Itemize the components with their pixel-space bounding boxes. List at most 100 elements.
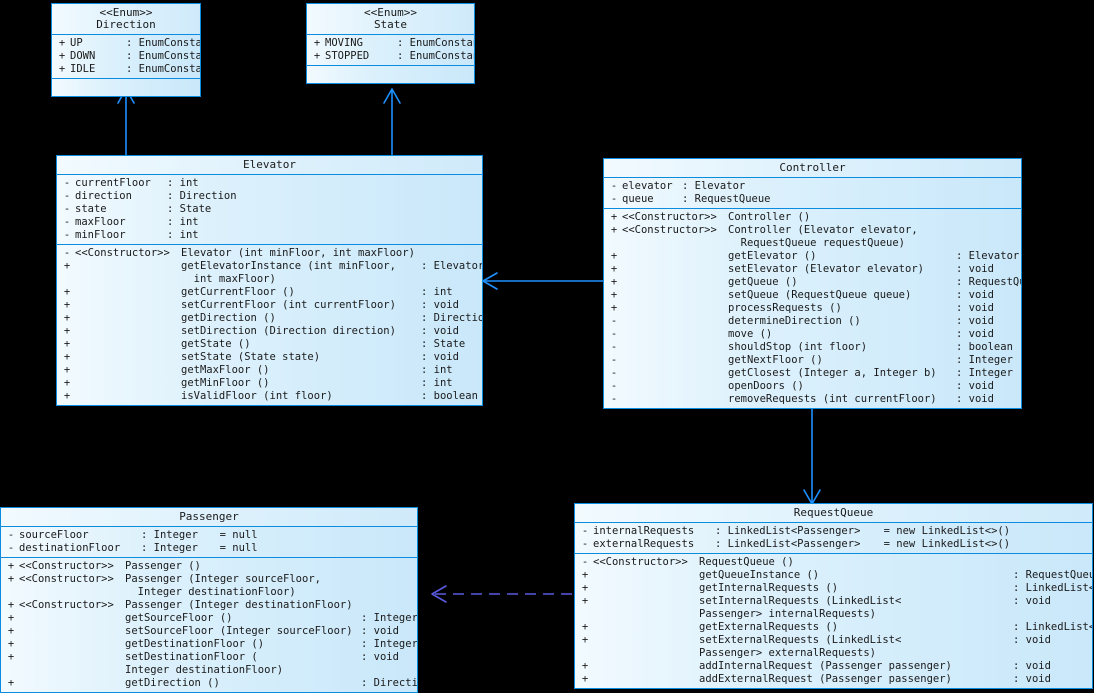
attribute-name: sourceFloor bbox=[19, 529, 89, 541]
operation-return-type: : Elevator bbox=[421, 260, 483, 272]
operation-row: +getDestinationFloor (): Integer bbox=[1, 638, 417, 651]
operation-stereotype bbox=[593, 673, 699, 686]
link-elevator-direction bbox=[117, 88, 135, 155]
operation-row: +getInternalRequests (): LinkedList<Pass… bbox=[575, 582, 1092, 595]
visibility-marker: + bbox=[63, 351, 71, 363]
operation-continuation-row: Integer destinationFloor) bbox=[1, 586, 417, 599]
attribute-type: : Integer bbox=[141, 529, 198, 541]
operation-stereotype bbox=[622, 354, 728, 367]
class-name-label: Elevator bbox=[243, 158, 296, 171]
operation-stereotype bbox=[593, 608, 699, 621]
attribute-name: elevator bbox=[622, 180, 673, 192]
operation-row: +setExternalRequests (LinkedList<: void bbox=[575, 634, 1092, 647]
operation-stereotype bbox=[593, 660, 699, 673]
operation-row: +getSourceFloor (): Integer bbox=[1, 612, 417, 625]
operation-row: -<<Constructor>>Elevator (int minFloor, … bbox=[57, 247, 482, 260]
class-box-direction-enum[interactable]: <<Enum>> Direction + UP : EnumConstant +… bbox=[51, 3, 201, 97]
class-box-elevator[interactable]: Elevator -currentFloor: int-direction: D… bbox=[56, 155, 483, 406]
operation-return-type: : int bbox=[421, 364, 453, 376]
operation-stereotype bbox=[19, 651, 125, 664]
class-name-label: Passenger bbox=[179, 510, 239, 523]
operation-stereotype bbox=[622, 367, 728, 380]
enum-literal-row: + UP : EnumConstant bbox=[52, 37, 200, 50]
attribute-name: queue bbox=[622, 193, 654, 205]
operation-row: +setState (State state): void bbox=[57, 351, 482, 364]
class-box-request-queue[interactable]: RequestQueue -internalRequests: LinkedLi… bbox=[574, 503, 1093, 689]
visibility-marker: + bbox=[7, 599, 15, 611]
operation-stereotype bbox=[75, 312, 181, 325]
operations-compartment: -<<Constructor>>RequestQueue ()+getQueue… bbox=[575, 554, 1092, 688]
operation-stereotype bbox=[622, 263, 728, 276]
operation-stereotype bbox=[19, 677, 125, 690]
attribute-name: maxFloor bbox=[75, 216, 126, 228]
visibility-marker: + bbox=[63, 286, 71, 298]
attribute-row: -externalRequests: LinkedList<Passenger>… bbox=[575, 538, 1092, 551]
operation-return-type: : void bbox=[1013, 673, 1051, 685]
attribute-name: destinationFloor bbox=[19, 542, 121, 554]
operation-return-type: : void bbox=[421, 325, 459, 337]
attribute-type: : Integer bbox=[141, 542, 198, 554]
enum-operations-compartment bbox=[307, 66, 474, 83]
literal-type: : EnumConstant bbox=[126, 50, 200, 62]
visibility-marker: + bbox=[7, 677, 15, 689]
operation-signature: setState (State state) bbox=[181, 351, 321, 363]
operation-signature: getQueue () bbox=[728, 276, 798, 288]
operation-signature: getState () bbox=[181, 338, 251, 350]
class-box-controller[interactable]: Controller -elevator: Elevator-queue: Re… bbox=[603, 158, 1022, 409]
operation-row: +getExternalRequests (): LinkedList<Pass… bbox=[575, 621, 1092, 634]
operation-stereotype bbox=[19, 664, 125, 677]
literal-type: : EnumConstant bbox=[397, 37, 474, 49]
operation-signature: getElevator () bbox=[728, 250, 817, 262]
operation-signature: setSourceFloor (Integer sourceFloor) bbox=[125, 625, 353, 637]
visibility-marker: + bbox=[313, 50, 321, 62]
attribute-row: -elevator: Elevator bbox=[604, 180, 1021, 193]
operation-row: +setInternalRequests (LinkedList<: void bbox=[575, 595, 1092, 608]
operation-stereotype bbox=[622, 315, 728, 328]
visibility-marker: + bbox=[610, 289, 618, 301]
operation-stereotype bbox=[622, 302, 728, 315]
operation-return-type: : boolean bbox=[421, 390, 478, 402]
enum-literal-row: + DOWN : EnumConstant bbox=[52, 50, 200, 63]
operation-stereotype bbox=[593, 582, 699, 595]
operation-row: +<<Constructor>>Passenger () bbox=[1, 560, 417, 573]
visibility-marker: + bbox=[581, 673, 589, 685]
class-header-direction: <<Enum>> Direction bbox=[52, 4, 200, 35]
operation-return-type: : void bbox=[956, 393, 994, 405]
visibility-marker: - bbox=[7, 542, 15, 554]
visibility-marker: + bbox=[581, 621, 589, 633]
operation-signature: getDirection () bbox=[125, 677, 220, 689]
operation-row: +getElevator (): Elevator bbox=[604, 250, 1021, 263]
enum-literals-compartment: + MOVING : EnumConstant + STOPPED : Enum… bbox=[307, 35, 474, 66]
operation-stereotype bbox=[75, 390, 181, 403]
visibility-marker: - bbox=[7, 529, 15, 541]
attribute-type: : Elevator bbox=[682, 180, 746, 192]
visibility-marker: + bbox=[581, 582, 589, 594]
attribute-row: -sourceFloor: Integer = null bbox=[1, 529, 417, 542]
operation-signature: Passenger> externalRequests) bbox=[699, 647, 877, 659]
operation-stereotype bbox=[593, 634, 699, 647]
operation-row: -openDoors (): void bbox=[604, 380, 1021, 393]
operation-return-type: : void bbox=[956, 315, 994, 327]
operation-signature: setExternalRequests (LinkedList< bbox=[699, 634, 902, 646]
visibility-marker: - bbox=[63, 247, 71, 259]
operation-signature: getInternalRequests () bbox=[699, 582, 839, 594]
attributes-compartment: -currentFloor: int-direction: Direction-… bbox=[57, 175, 482, 245]
link-requestqueue-passenger bbox=[431, 585, 572, 603]
operation-continuation-row: int maxFloor) bbox=[57, 273, 482, 286]
operation-row: -getClosest (Integer a, Integer b): Inte… bbox=[604, 367, 1021, 380]
operations-compartment: +<<Constructor>>Passenger ()+<<Construct… bbox=[1, 558, 417, 692]
class-box-passenger[interactable]: Passenger -sourceFloor: Integer = null-d… bbox=[0, 507, 418, 693]
class-box-state-enum[interactable]: <<Enum>> State + MOVING : EnumConstant +… bbox=[306, 3, 475, 84]
operation-stereotype: <<Constructor>> bbox=[622, 211, 717, 223]
attribute-type: : int bbox=[167, 177, 199, 189]
operation-signature: determineDirection () bbox=[728, 315, 861, 327]
visibility-marker: - bbox=[610, 367, 618, 379]
operation-continuation-row: RequestQueue requestQueue) bbox=[604, 237, 1021, 250]
operation-signature: openDoors () bbox=[728, 380, 804, 392]
visibility-marker: + bbox=[63, 338, 71, 350]
visibility-marker: - bbox=[581, 538, 589, 550]
visibility-marker: - bbox=[610, 193, 618, 205]
visibility-marker: - bbox=[63, 203, 71, 215]
operation-signature: removeRequests (int currentFloor) bbox=[728, 393, 937, 405]
